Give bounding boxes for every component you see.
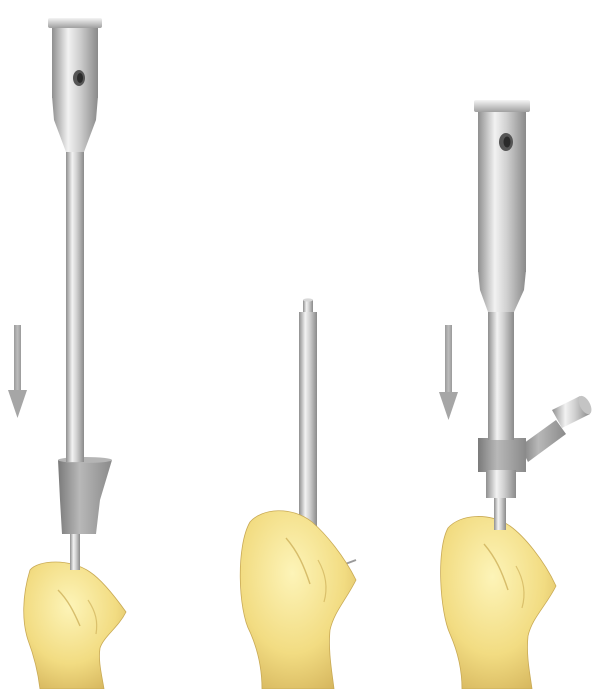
cap-left bbox=[48, 18, 102, 28]
handle-right bbox=[478, 110, 526, 272]
bone-middle bbox=[240, 511, 356, 689]
pin-left bbox=[70, 528, 80, 570]
pin-right bbox=[494, 496, 506, 530]
panel-left bbox=[8, 18, 126, 689]
shaft-right bbox=[488, 310, 514, 440]
taper-right bbox=[478, 270, 526, 312]
panel-middle bbox=[240, 298, 356, 689]
guide-rod-middle bbox=[299, 298, 317, 538]
cone-guide-left bbox=[58, 457, 112, 534]
down-arrow-left bbox=[8, 325, 27, 418]
bone-left bbox=[24, 562, 126, 689]
handle-left bbox=[52, 26, 98, 98]
cap-right bbox=[474, 100, 530, 112]
panel-right bbox=[439, 100, 594, 689]
down-arrow-right bbox=[439, 325, 458, 420]
sleeve-right bbox=[478, 438, 526, 498]
taper-left bbox=[52, 96, 98, 152]
shaft-left bbox=[66, 150, 84, 462]
side-port-right bbox=[520, 394, 594, 462]
bone-right bbox=[441, 516, 556, 689]
